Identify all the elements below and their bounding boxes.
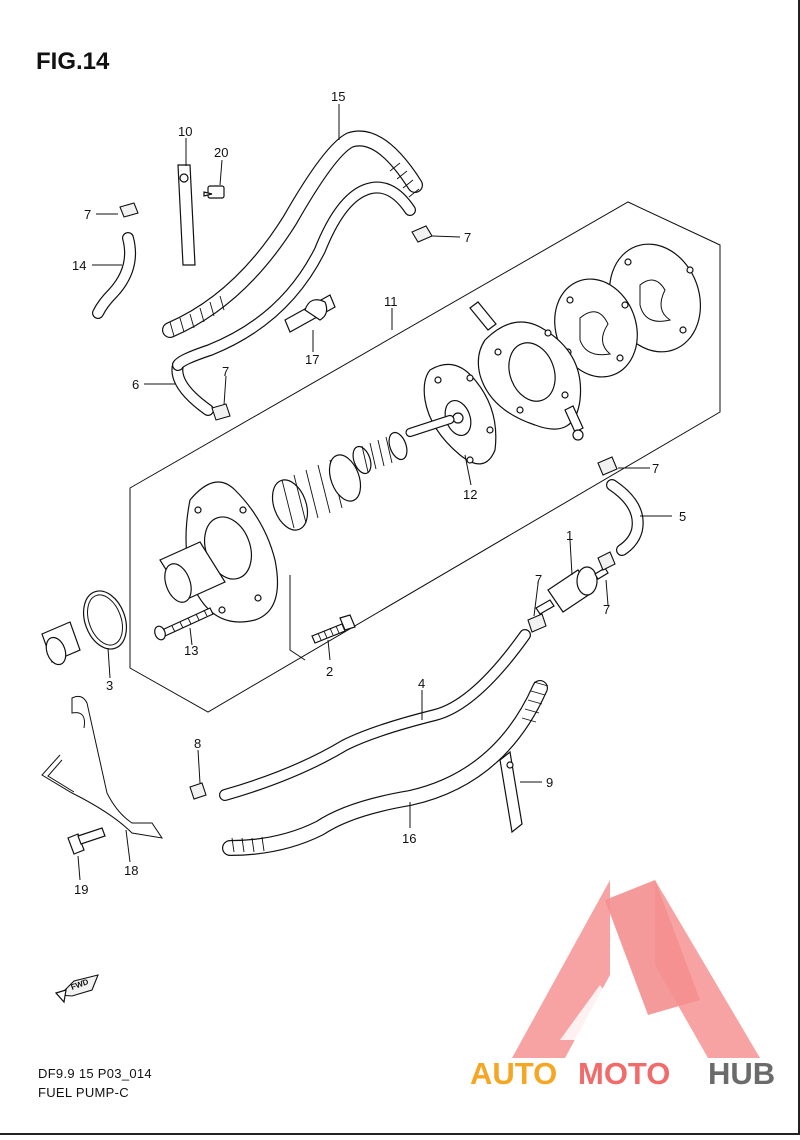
callout-4: 4 — [418, 676, 425, 691]
callout-6: 6 — [132, 377, 139, 392]
clip-7-a — [119, 202, 139, 218]
pump-cover — [159, 481, 279, 623]
callout-7-f: 7 — [603, 602, 610, 617]
watermark-triangle-mid — [605, 880, 700, 1015]
screw-13 — [154, 607, 214, 641]
callout-10: 10 — [178, 124, 192, 139]
bracket-17 — [284, 294, 336, 333]
callout-12: 12 — [463, 487, 477, 502]
hose-4 — [219, 629, 531, 801]
pump-spring-large — [271, 454, 362, 531]
bracket-18 — [41, 695, 164, 839]
callout-18: 18 — [124, 863, 138, 878]
clip-7-b — [411, 225, 433, 243]
assembly-group-outline — [129, 201, 721, 713]
callout-8: 8 — [194, 736, 201, 751]
callout-19: 19 — [74, 882, 88, 897]
callout-11: 11 — [384, 294, 398, 309]
hose-15 — [162, 130, 423, 416]
model-code-caption: DF9.9 15 P03_014 — [38, 1066, 152, 1081]
callout-7-d: 7 — [652, 461, 659, 476]
callout-7-e: 7 — [535, 572, 542, 587]
clip-7-e — [597, 551, 616, 571]
hose-16 — [222, 680, 549, 856]
clamp-10 — [177, 164, 196, 266]
figure-title: FIG.14 — [36, 48, 110, 75]
clip-7-f — [527, 613, 547, 633]
figure-name-caption: FUEL PUMP-C — [38, 1085, 129, 1100]
bolt-20 — [203, 185, 225, 199]
callout-13: 13 — [184, 643, 198, 658]
bolt-2 — [311, 614, 356, 644]
callout-20: 20 — [214, 145, 228, 160]
hose-5 — [606, 479, 644, 556]
clamp-9 — [499, 750, 523, 834]
fuel-filter-1 — [535, 566, 609, 615]
callout-7-b: 7 — [464, 230, 471, 245]
watermark-text-hub: HUB — [708, 1056, 775, 1091]
fwd-arrow-icon: FWD — [54, 974, 99, 1004]
bolt-19 — [67, 827, 106, 855]
callout-17: 17 — [305, 352, 319, 367]
watermark-triangle-right — [655, 880, 760, 1058]
clip-8 — [189, 782, 207, 800]
callout-14: 14 — [72, 258, 86, 273]
watermark-logo: AUTO MOTO HUB — [470, 880, 775, 1091]
clip-7-c — [211, 403, 231, 421]
leader-lines — [77, 104, 672, 881]
callout-9: 9 — [546, 775, 553, 790]
watermark-triangle-inner — [560, 985, 640, 1040]
hose-14 — [92, 232, 137, 319]
callout-labels: 1 2 3 4 5 6 7 7 7 7 7 7 8 9 10 11 12 13 … — [72, 89, 686, 897]
filter-3 — [41, 590, 128, 666]
callout-7-c: 7 — [222, 364, 229, 379]
callout-15: 15 — [331, 89, 345, 104]
watermark-text-moto: MOTO — [578, 1056, 670, 1091]
callout-2: 2 — [326, 664, 333, 679]
callout-16: 16 — [402, 831, 416, 846]
pump-body — [469, 301, 584, 441]
pump-diaphragm-12 — [405, 363, 497, 465]
pump-spring-small — [352, 431, 408, 475]
watermark-text-auto: AUTO — [470, 1056, 557, 1091]
callout-1: 1 — [566, 528, 573, 543]
callout-3: 3 — [106, 678, 113, 693]
callout-5: 5 — [679, 509, 686, 524]
callout-7-a: 7 — [84, 207, 91, 222]
clip-7-d — [597, 456, 618, 476]
